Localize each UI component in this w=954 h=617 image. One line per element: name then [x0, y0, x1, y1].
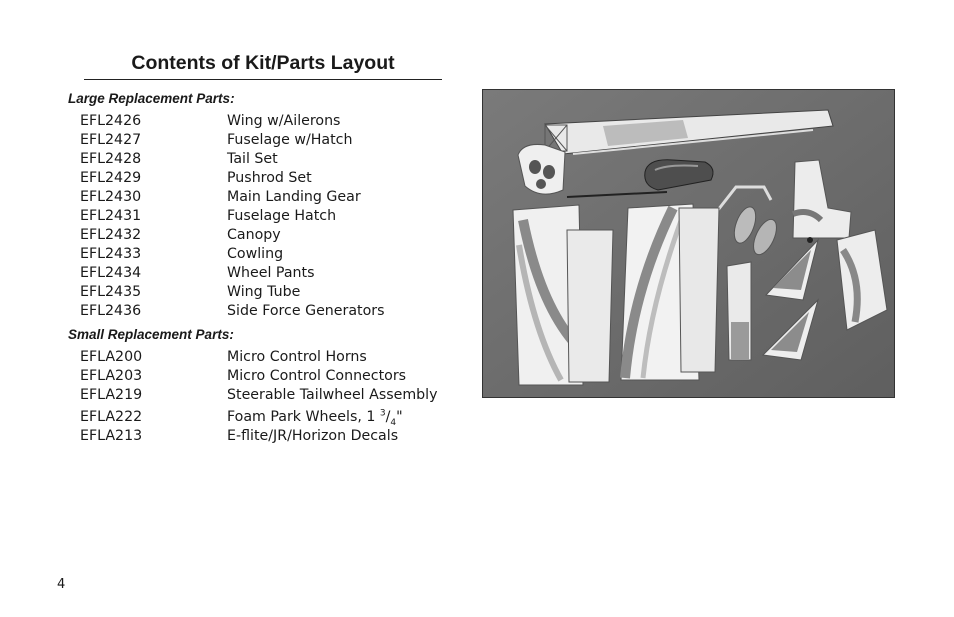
list-item: EFL2431 Fuselage Hatch	[0, 207, 470, 226]
parts-layout-photo	[482, 89, 895, 398]
fuselage-part	[544, 109, 834, 155]
list-item: EFL2435 Wing Tube	[0, 283, 470, 302]
list-item: EFL2434 Wheel Pants	[0, 264, 470, 283]
pushrod-part	[566, 191, 668, 198]
stabilizer-part	[761, 238, 820, 361]
page-number: 4	[57, 577, 66, 592]
part-desc: Tail Set	[227, 151, 278, 167]
part-code: EFL2431	[80, 208, 142, 224]
part-desc-prefix: Foam Park Wheels, 1	[227, 409, 380, 425]
part-desc: Side Force Generators	[227, 303, 385, 319]
part-code: EFLA219	[80, 387, 143, 403]
list-item: EFLA222 Foam Park Wheels, 1 3/4"	[0, 408, 470, 428]
left-wing-part	[512, 204, 614, 386]
part-desc: Main Landing Gear	[227, 189, 361, 205]
part-code: EFLA200	[80, 349, 143, 365]
landing-gear-part	[716, 185, 773, 211]
list-item: EFL2429 Pushrod Set	[0, 169, 470, 188]
part-desc: Pushrod Set	[227, 170, 312, 186]
part-code: EFL2435	[80, 284, 142, 300]
tail-fin-part	[791, 159, 852, 239]
list-item: EFL2426 Wing w/Ailerons	[0, 112, 470, 131]
list-item: EFLA203 Micro Control Connectors	[0, 367, 470, 386]
part-code: EFL2427	[80, 132, 142, 148]
part-code: EFL2433	[80, 246, 142, 262]
part-code: EFL2430	[80, 189, 142, 205]
wheel-pant-part	[733, 206, 757, 244]
part-code: EFL2429	[80, 170, 142, 186]
fraction-numerator: 3	[379, 408, 386, 419]
fraction-slash: /	[385, 409, 391, 425]
part-desc: Micro Control Connectors	[227, 368, 407, 384]
part-code: EFLA203	[80, 368, 143, 384]
part-code: EFL2426	[80, 113, 142, 129]
cowling-part	[517, 144, 566, 195]
part-desc: Steerable Tailwheel Assembly	[227, 387, 438, 403]
list-item: EFL2428 Tail Set	[0, 150, 470, 169]
part-code: EFL2428	[80, 151, 142, 167]
part-desc: Wing Tube	[227, 284, 301, 300]
large-parts-heading: Large Replacement Parts:	[68, 91, 235, 106]
list-item: EFLA219 Steerable Tailwheel Assembly	[0, 386, 470, 405]
part-code: EFL2434	[80, 265, 142, 281]
wheel-pant-part	[753, 218, 777, 256]
right-wing-part	[620, 203, 720, 381]
canopy-part	[644, 159, 714, 191]
list-item: EFL2430 Main Landing Gear	[0, 188, 470, 207]
page-title: Contents of Kit/Parts Layout	[131, 52, 395, 74]
part-desc: E-flite/JR/Horizon Decals	[227, 428, 399, 444]
part-code: EFL2436	[80, 303, 142, 319]
part-desc: Wheel Pants	[227, 265, 315, 281]
part-desc: Wing w/Ailerons	[227, 113, 341, 129]
part-desc: Micro Control Horns	[227, 349, 367, 365]
list-item: EFL2436 Side Force Generators	[0, 302, 470, 321]
list-item: EFL2427 Fuselage w/Hatch	[0, 131, 470, 150]
list-item: EFL2432 Canopy	[0, 226, 470, 245]
list-item: EFLA213 E-flite/JR/Horizon Decals	[0, 427, 470, 446]
list-item: EFLA200 Micro Control Horns	[0, 348, 470, 367]
part-desc: Cowling	[227, 246, 284, 262]
part-code: EFLA222	[80, 409, 143, 425]
side-force-generator-part	[836, 229, 888, 331]
small-parts-heading: Small Replacement Parts:	[68, 327, 234, 342]
title-rule	[84, 79, 442, 80]
part-desc: Foam Park Wheels, 1 3/4"	[227, 408, 403, 428]
list-item: EFL2433 Cowling	[0, 245, 470, 264]
part-code: EFL2432	[80, 227, 142, 243]
part-desc: Canopy	[227, 227, 281, 243]
part-code: EFLA213	[80, 428, 143, 444]
fraction-denominator: 4	[390, 417, 397, 428]
part-desc: Fuselage Hatch	[227, 208, 337, 224]
part-desc: Fuselage w/Hatch	[227, 132, 353, 148]
part-desc-suffix: "	[396, 409, 403, 425]
